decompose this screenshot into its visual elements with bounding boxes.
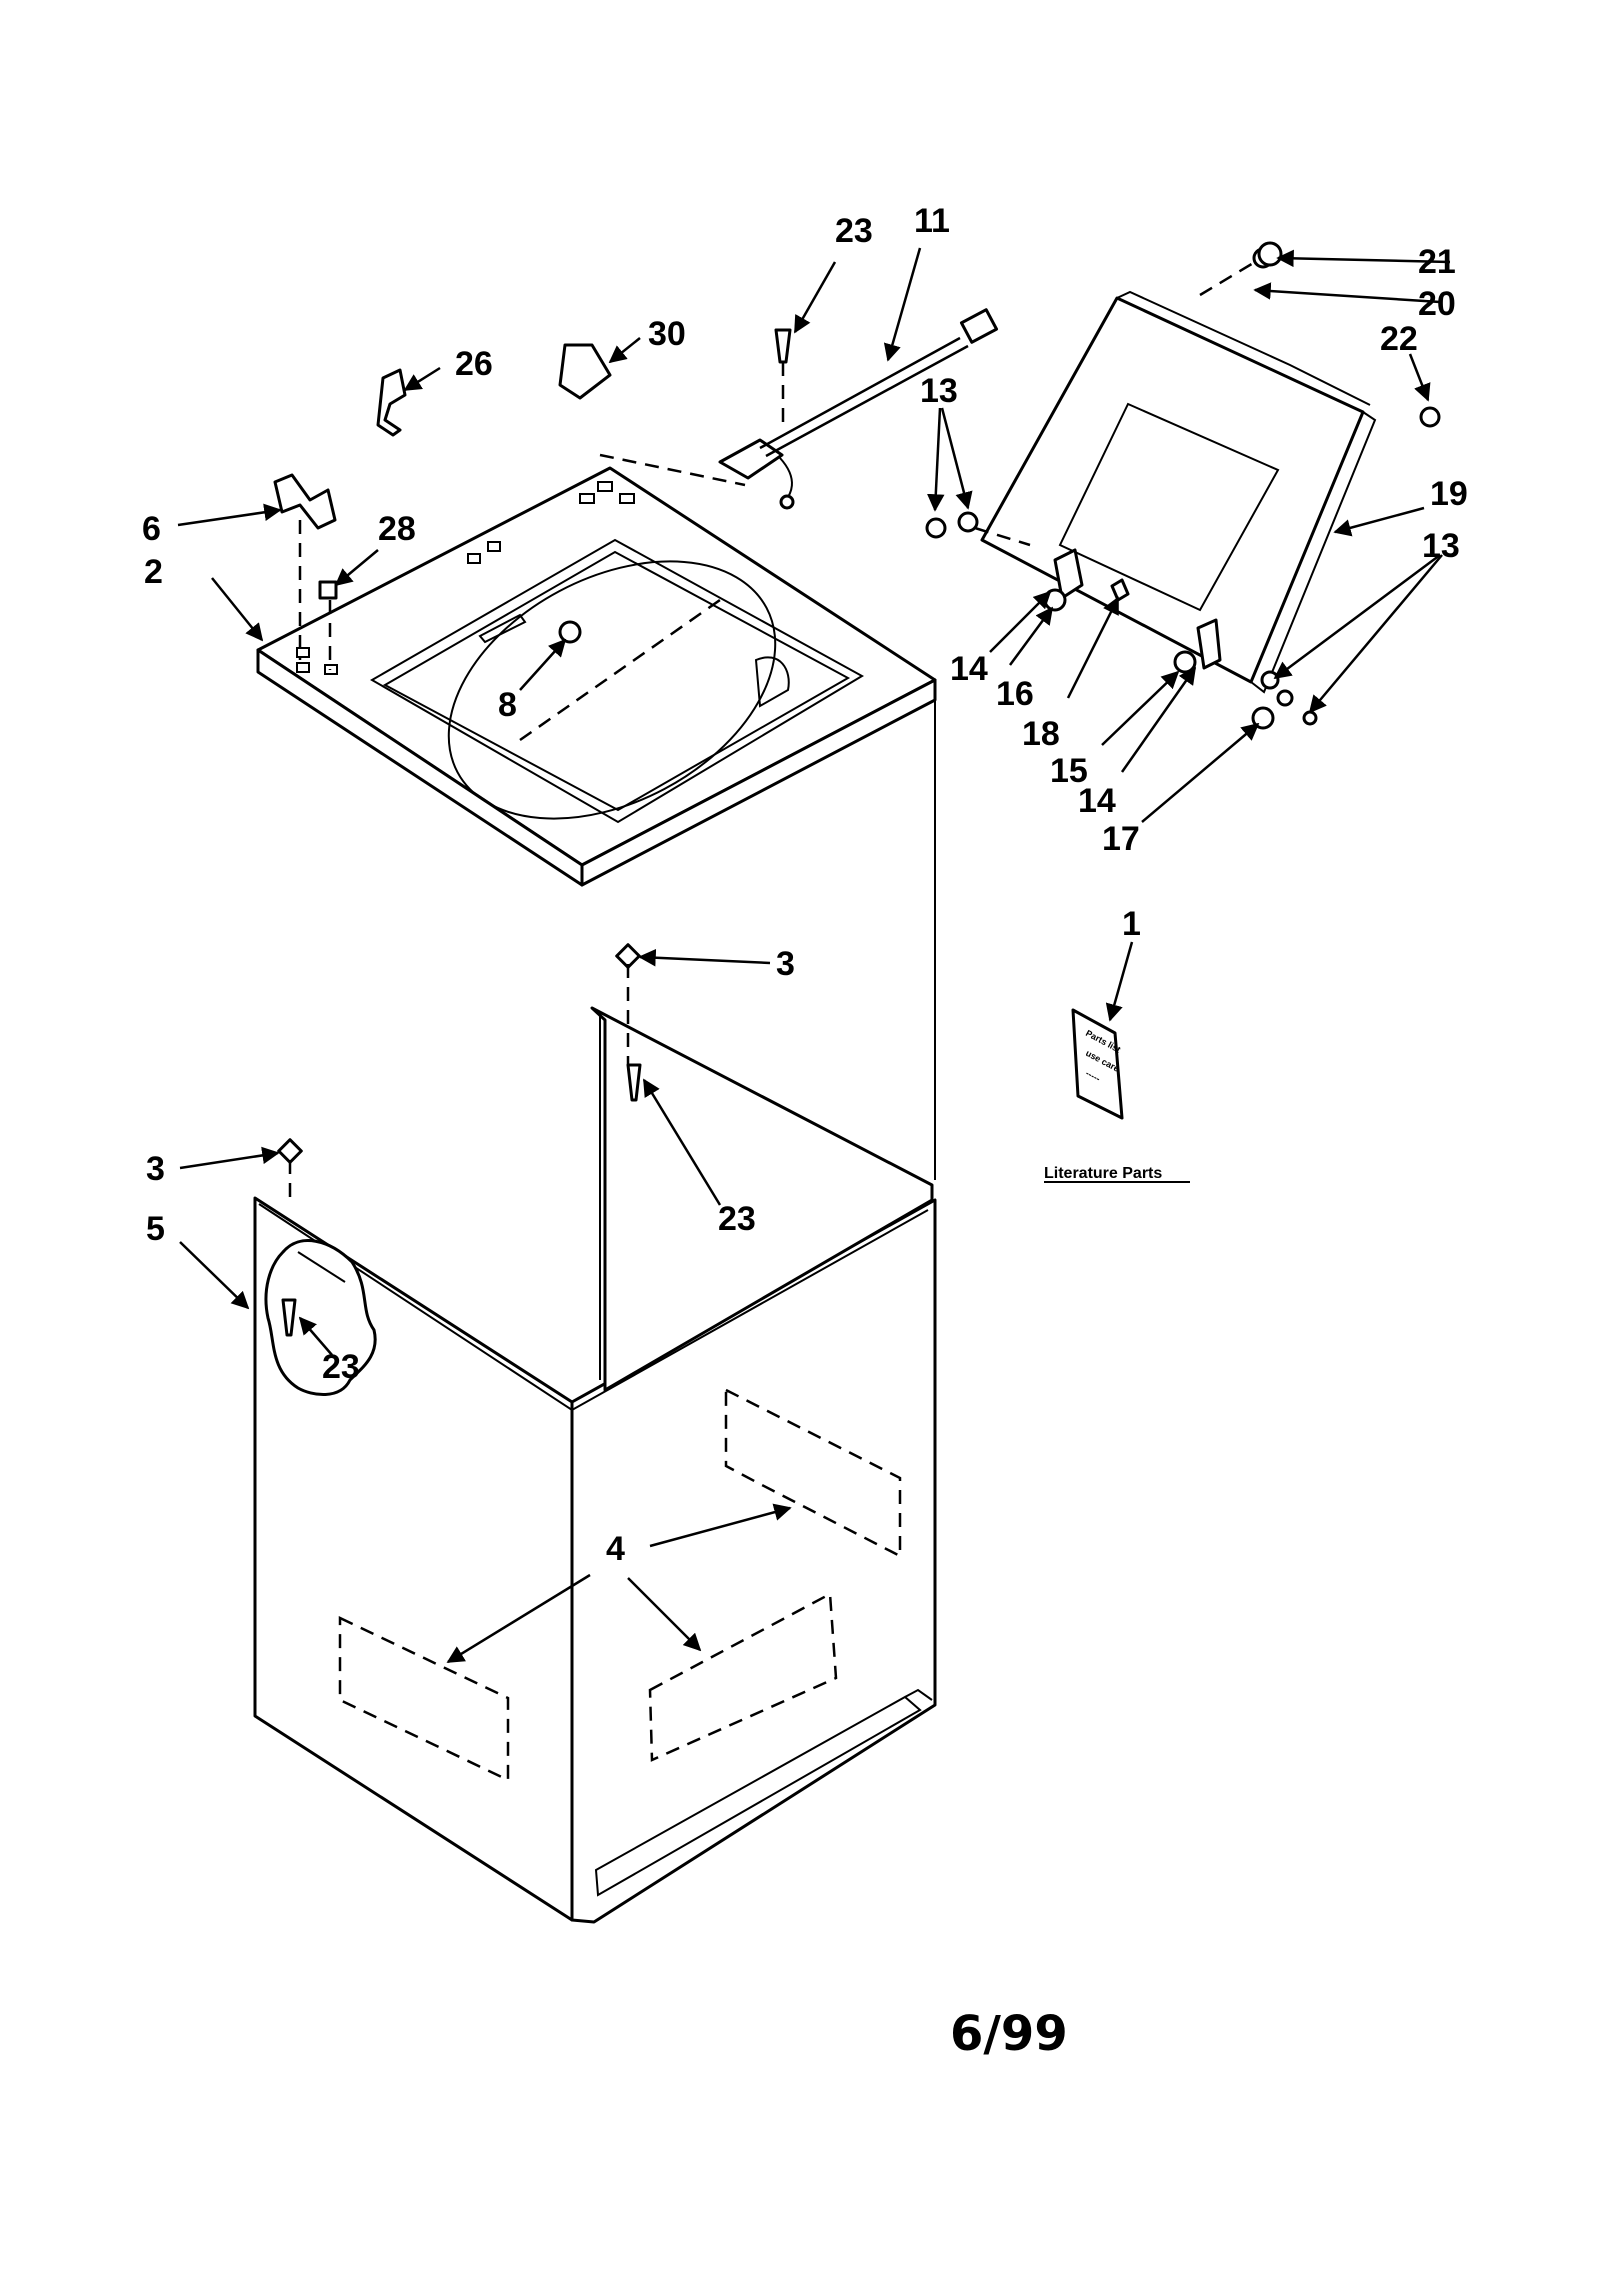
callout-3a: 3 [776,945,795,983]
callout-17: 17 [1102,820,1140,858]
callout-21: 21 [1418,243,1456,281]
callout-6: 6 [142,510,161,548]
callout-23b: 23 [718,1200,756,1238]
literature-booklet: Parts list use care ----- [1071,1008,1124,1120]
part-23-screw-b [281,1298,297,1337]
callout-18: 18 [1022,715,1060,753]
callout-4: 4 [606,1530,625,1568]
part-3-clip-b [277,1138,303,1164]
callout-19: 19 [1430,475,1468,513]
page-code: 6/99 [950,2006,1068,2062]
part-3-clip-a [615,943,641,969]
callout-14b: 14 [1078,782,1116,820]
part-30-pad [558,343,612,400]
wire-harness [718,308,999,510]
part-23-screw-a [626,1063,642,1102]
callout-13a: 13 [920,372,958,410]
part-28-clip [318,580,338,600]
callout-1: 1 [1122,905,1141,943]
callout-30: 30 [648,315,686,353]
part-23-screw-c [774,328,792,364]
part-8-screw [558,620,582,644]
callout-5: 5 [146,1210,165,1248]
callout-2: 2 [144,553,163,591]
callout-14a: 14 [950,650,988,688]
part-26-clip [376,368,407,437]
callout-labels: 1 2 3 3 4 5 6 8 11 13 13 14 14 15 16 17 … [142,202,1468,1568]
callout-15: 15 [1050,752,1088,790]
callout-23c: 23 [322,1348,360,1386]
leader-lines [177,247,1451,1664]
cabinet-panels [338,1387,902,1782]
part-6-bracket [273,473,337,530]
callout-20: 20 [1418,285,1456,323]
top-assembly [256,466,937,887]
callout-26: 26 [455,345,493,383]
literature-parts-label: Literature Parts [1044,1165,1162,1182]
callout-22: 22 [1380,320,1418,358]
callout-13b: 13 [1422,527,1460,565]
callout-16: 16 [996,675,1034,713]
callout-3b: 3 [146,1150,165,1188]
cabinet [253,1006,937,1924]
callout-11: 11 [914,202,950,240]
callout-23a: 23 [835,212,873,250]
callout-28: 28 [378,510,416,548]
dashed-guides [288,260,1256,1200]
callout-8: 8 [498,686,517,724]
lid [980,290,1377,694]
